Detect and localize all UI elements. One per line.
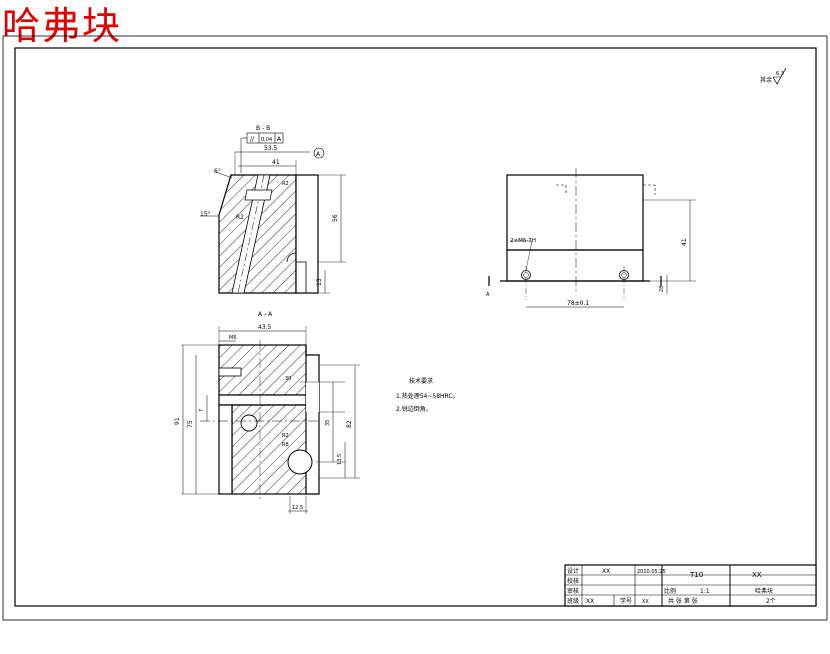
label-side-r: R2	[282, 181, 289, 187]
svg-text:设计: 设计	[567, 567, 579, 575]
plan-view: A - A 43.5 M6 91 75 7 82	[174, 311, 360, 514]
svg-text:A: A	[316, 151, 321, 158]
dim-plan-v2: 13.5	[337, 454, 343, 465]
svg-text:XX: XX	[752, 571, 762, 579]
svg-text:校核: 校核	[567, 577, 579, 585]
svg-text:其余: 其余	[760, 76, 772, 84]
label-front-hole: 2×M6-7H	[510, 238, 536, 244]
dim-plan-v1: 35	[325, 420, 331, 426]
svg-text:班级: 班级	[567, 597, 579, 605]
dim-side-small: 15	[316, 278, 323, 286]
dim-side-inner: 41	[272, 159, 280, 166]
dim-plan-right: 82	[346, 420, 353, 428]
notes-title: 技术要求	[409, 377, 433, 385]
dim-plan-left: M6	[229, 335, 237, 341]
dim-plan-small: 7	[199, 409, 205, 412]
svg-text:6.3: 6.3	[776, 71, 784, 77]
tolerance-frame: // 0.04 A	[240, 132, 284, 173]
dim-plan-height: 91	[174, 417, 181, 425]
svg-text:XX: XX	[586, 598, 594, 605]
svg-text:审核: 审核	[567, 587, 579, 595]
svg-text:学号: 学号	[620, 597, 632, 605]
label-plan-r1: R2	[282, 433, 289, 439]
svg-text://: //	[250, 136, 255, 143]
dim-front-height: 41	[681, 238, 688, 246]
dim-angle-top: 6°	[214, 168, 221, 175]
dim-front-width: 78±0.1	[567, 300, 589, 307]
svg-text:A: A	[277, 136, 282, 143]
dim-plan-inner: 75	[187, 420, 194, 428]
section-label-aa: A - A	[258, 311, 273, 318]
svg-text:XX: XX	[602, 568, 610, 575]
dim-angle-mid: 15°	[200, 211, 211, 218]
side-view: B - B // 0.04 A 53.5 A 41 6°	[200, 125, 346, 294]
drawing-title: 哈弗块	[2, 4, 123, 48]
svg-text:比例: 比例	[664, 587, 676, 595]
technical-notes: 技术要求 1.热处理54~58HRC。 2.锐边倒角。	[396, 377, 459, 413]
dim-side-height: 56	[332, 214, 339, 222]
svg-text:哈弗块: 哈弗块	[755, 587, 773, 595]
section-label-bb: B - B	[256, 125, 270, 132]
dim-plan-top: 43.5	[258, 324, 272, 331]
front-view: 2×M6-7H 78±0.1 41 28 A	[486, 168, 696, 308]
section-marker-left: A	[486, 292, 490, 298]
svg-text:2个: 2个	[766, 598, 776, 605]
dim-front-small: 28	[659, 286, 665, 292]
svg-text:2010.05.25: 2010.05.25	[637, 569, 666, 575]
dim-chamfer: R2	[236, 214, 244, 221]
roughness-symbol: 其余 6.3	[760, 67, 787, 85]
title-block: 设计 XX 2010.05.25 T10 XX 校核 比例 1:1 哈弗块 审核…	[564, 564, 817, 607]
dim-plan-bottom: 12.5	[292, 505, 303, 511]
note-2: 2.锐边倒角。	[396, 405, 432, 413]
label-plan-r2: R8	[282, 442, 289, 448]
dim-side-width: 53.5	[264, 145, 278, 152]
note-1: 1.热处理54~58HRC。	[396, 392, 459, 400]
svg-text:XX: XX	[642, 599, 649, 605]
inner-border	[14, 47, 817, 607]
svg-text:0.04: 0.04	[261, 137, 272, 143]
svg-text:共 张 第 张: 共 张 第 张	[668, 597, 698, 605]
outer-border	[2, 35, 828, 621]
datum-marker	[313, 147, 325, 159]
label-plan-mid: 30	[285, 376, 291, 382]
svg-text:T10: T10	[689, 571, 703, 579]
svg-text:1:1: 1:1	[700, 588, 710, 595]
